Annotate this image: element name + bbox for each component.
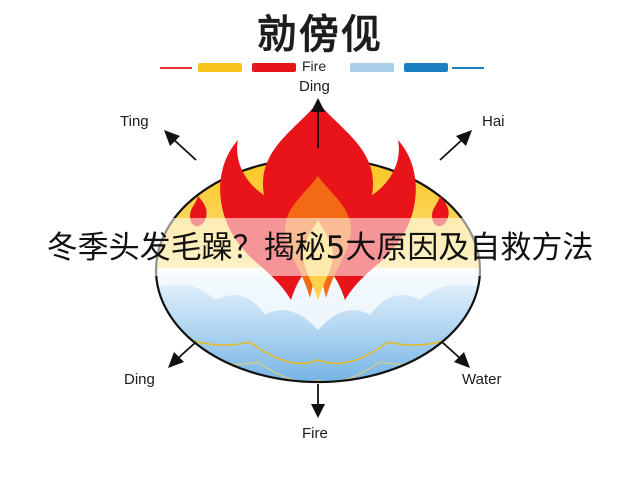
wave-line (164, 329, 473, 365)
color-legend (160, 63, 484, 72)
arrow-top-right-icon (439, 130, 472, 161)
cloud-band (156, 268, 480, 330)
headline-banner (0, 218, 640, 276)
diagram-title: 勍傍伣 (257, 12, 383, 58)
label-bottom-right: Water (462, 371, 502, 388)
arrow-top-icon (311, 98, 325, 148)
label-bottom: Fire (302, 425, 328, 442)
arrow-bottom-icon (311, 384, 325, 418)
legend-label: Fire (302, 58, 327, 74)
label-top: Ding (299, 78, 330, 95)
legend-swatch-yellow (198, 63, 242, 72)
arrow-top-left-icon (164, 130, 197, 161)
label-top-right: Hai (482, 113, 505, 130)
legend-swatch-light-blue (350, 63, 394, 72)
legend-swatch-red (252, 63, 296, 72)
arrow-bottom-left-icon (168, 341, 197, 368)
label-bottom-left: Ding (124, 371, 155, 388)
direction-arrows (164, 98, 472, 418)
label-top-left: Ting (120, 113, 149, 130)
headline-text[interactable]: 冬季头发毛躁？揭秘5大原因及自救方法 (46, 230, 594, 266)
legend-swatch-blue (404, 63, 448, 72)
arrow-bottom-right-icon (441, 341, 470, 368)
